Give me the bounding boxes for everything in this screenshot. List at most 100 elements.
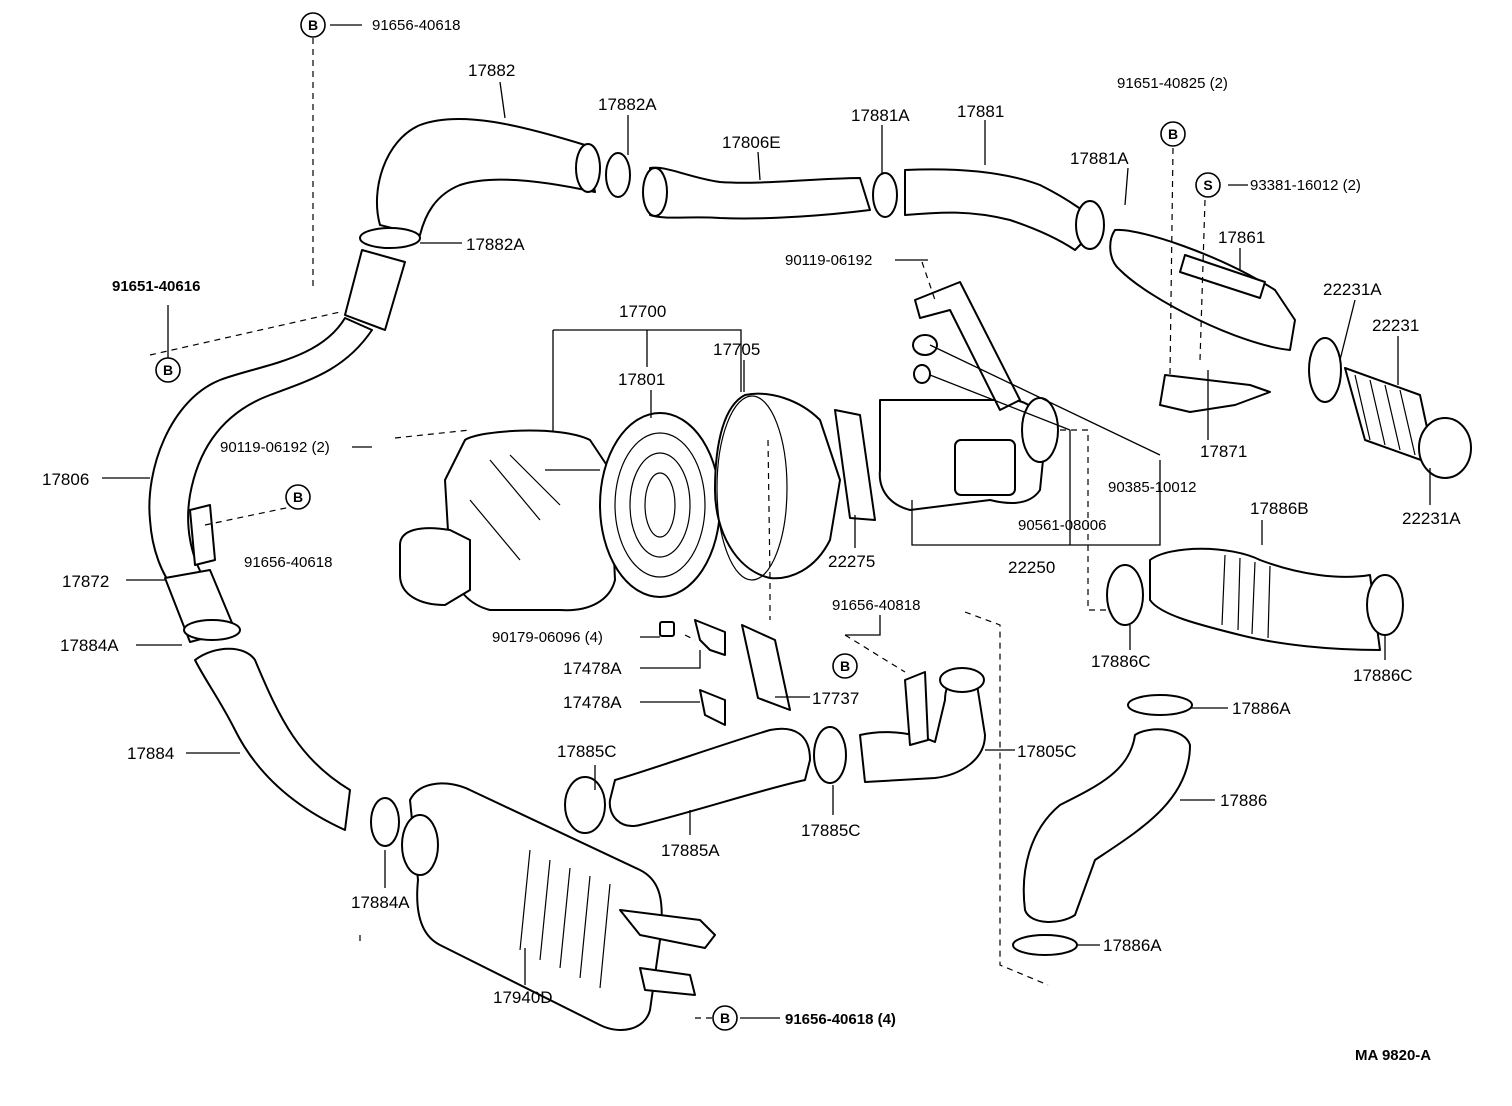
- mount-bracket: [914, 281, 1021, 411]
- svg-text:B: B: [720, 1010, 730, 1026]
- label-17737: 17737: [812, 689, 859, 708]
- marker-b-top: B: [300, 12, 326, 38]
- resonator-ribs: [519, 849, 611, 989]
- diagram-code: MA 9820-A: [1355, 1047, 1431, 1064]
- collar: [913, 364, 931, 384]
- resonator-bracket-upper: [619, 909, 716, 949]
- label-17478A-2: 17478A: [563, 693, 622, 712]
- svg-text:B: B: [308, 17, 318, 33]
- label-22275: 22275: [828, 552, 875, 571]
- part-labels: 17882 17882A 17882A 17806E 17881A 17881 …: [42, 61, 1461, 1007]
- label-17805C: 17805C: [1017, 742, 1077, 761]
- elbow-connector: [344, 249, 406, 331]
- label-17882A-mid: 17882A: [466, 235, 525, 254]
- label-17881A-top: 17881A: [851, 106, 910, 125]
- label-22231A-bottom: 22231A: [1402, 509, 1461, 528]
- clamp-17882A-lower: [359, 227, 421, 249]
- label-17886A-bottom: 17886A: [1103, 936, 1162, 955]
- label-90179-06096: 90179-06096 (4): [492, 629, 603, 646]
- elbow-17805C-top: [939, 667, 985, 693]
- label-17886B: 17886B: [1250, 499, 1309, 518]
- svg-text:B: B: [293, 489, 303, 505]
- label-91656-40618-bottom: 91656-40618 (4): [785, 1011, 896, 1028]
- filter-pleats-2: [629, 452, 691, 558]
- svg-text:B: B: [1168, 126, 1178, 142]
- label-17871: 17871: [1200, 442, 1247, 461]
- label-91656-40618-top: 91656-40618: [372, 17, 460, 34]
- label-17886C-left: 17886C: [1091, 652, 1151, 671]
- grommet: [912, 334, 938, 356]
- label-17806: 17806: [42, 470, 89, 489]
- svg-text:S: S: [1203, 177, 1212, 193]
- clamp-17884A-lower: [370, 797, 400, 847]
- filter-pleats-3: [644, 472, 676, 538]
- marker-b-bottom: B: [712, 1005, 738, 1031]
- hose-17882-end: [575, 143, 601, 193]
- label-91651-40825: 91651-40825 (2): [1117, 75, 1228, 92]
- label-17885A: 17885A: [661, 841, 720, 860]
- svg-text:B: B: [840, 658, 850, 674]
- part-drawings: [148, 117, 1472, 1031]
- label-22250: 22250: [1008, 558, 1055, 577]
- label-91656-40618-mid: 91656-40618: [244, 554, 332, 571]
- filter-element-17801: [599, 412, 721, 598]
- screen-17737: [741, 624, 791, 711]
- clamp-22231A-upper: [1308, 337, 1342, 403]
- label-17884A-bottom: 17884A: [351, 893, 410, 912]
- label-17886: 17886: [1220, 791, 1267, 810]
- clamp-17885C-right: [813, 726, 847, 784]
- label-90119-06192-2: 90119-06192 (2): [220, 439, 330, 456]
- marker-b-left: B: [155, 357, 181, 383]
- pipe-17861-plate: [1179, 254, 1266, 299]
- clamp-17881A-top: [872, 172, 898, 218]
- label-17801: 17801: [618, 370, 665, 389]
- circle-markers: B B B B S B B: [155, 12, 1221, 1031]
- label-22231: 22231: [1372, 316, 1419, 335]
- label-17885C-right: 17885C: [801, 821, 861, 840]
- label-91656-40818: 91656-40818: [832, 597, 920, 614]
- hose-17882: [376, 117, 596, 236]
- dashed-leaders: [149, 38, 1206, 1019]
- duct-17806E: [649, 166, 871, 220]
- label-22231A-top: 22231A: [1323, 280, 1382, 299]
- label-17884A-left: 17884A: [60, 636, 119, 655]
- label-17700: 17700: [619, 302, 666, 321]
- resonator-bracket-lower: [639, 967, 696, 996]
- svg-text:B: B: [163, 362, 173, 378]
- label-90561-08006: 90561-08006: [1018, 517, 1106, 534]
- hose-17886B-ribs: [1221, 554, 1271, 639]
- clamp-17886C-right: [1366, 574, 1404, 636]
- label-17872: 17872: [62, 572, 109, 591]
- label-17705: 17705: [713, 340, 760, 359]
- clamp-17885C-left: [564, 776, 606, 834]
- hose-17885A: [608, 727, 811, 827]
- label-17806E: 17806E: [722, 133, 781, 152]
- label-17881A-right: 17881A: [1070, 149, 1129, 168]
- cover-17705: [714, 392, 841, 580]
- label-17861: 17861: [1218, 228, 1265, 247]
- hose-17881: [904, 168, 1101, 251]
- clip-17478A-upper: [694, 619, 726, 656]
- fastener-labels: 91656-40618 91651-40616 91656-40618 9011…: [112, 17, 1361, 1028]
- hose-17886: [1022, 728, 1191, 923]
- clamp-17886C-left: [1106, 564, 1144, 626]
- nut-90179: [659, 621, 675, 637]
- clamp-17886A-bottom: [1012, 934, 1078, 956]
- air-cleaner-ribs: [469, 454, 600, 561]
- bracket-17872: [189, 504, 216, 566]
- label-91651-40616: 91651-40616: [112, 278, 200, 295]
- label-17885C-left: 17885C: [557, 742, 617, 761]
- clip-17478A-lower: [699, 689, 726, 726]
- label-17882: 17882: [468, 61, 515, 80]
- label-17884: 17884: [127, 744, 174, 763]
- leader-lines: [102, 24, 1431, 1019]
- air-cleaner-inlet: [399, 527, 471, 606]
- airflow-meter-outlet: [1021, 397, 1059, 463]
- duct-17806E-end: [642, 167, 668, 217]
- label-17886A-top: 17886A: [1232, 699, 1291, 718]
- elbow-17805C-bracket: [904, 671, 929, 746]
- hose-22231-ribs: [1354, 374, 1416, 456]
- pipe-17884: [194, 647, 351, 831]
